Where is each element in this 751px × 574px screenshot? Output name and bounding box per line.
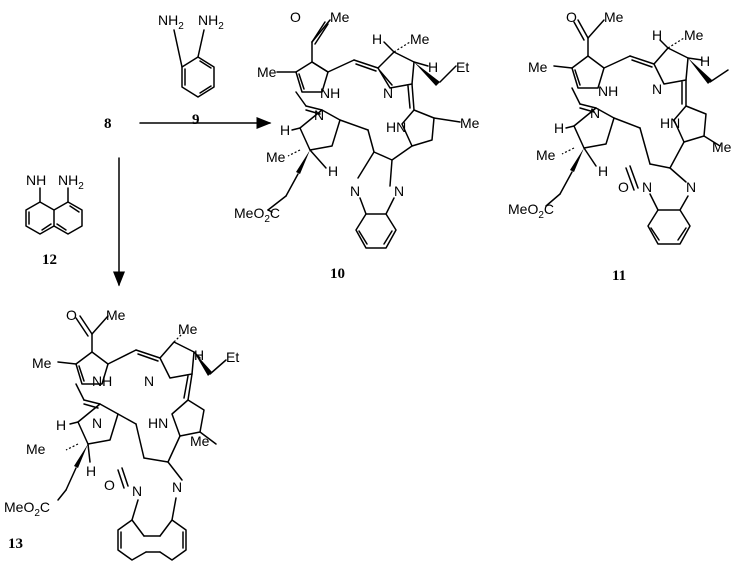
nitrogen-label: HN: [386, 119, 406, 135]
methyl-label: Me: [536, 147, 556, 163]
methyl-label: Me: [410, 31, 430, 47]
carbonyl-oxygen: O: [104, 477, 115, 493]
hydrogen-label: H: [328, 163, 338, 179]
nitrogen-label: HN: [148, 415, 168, 431]
hydrogen-label: H: [86, 463, 96, 479]
hydrogen-label: H: [372, 31, 382, 47]
compound-11: O Me Me NH N H Me H HN Me N N: [508, 9, 732, 284]
nitrogen-label: N: [686, 179, 696, 195]
nitrogen-label: N: [394, 183, 404, 199]
compound-number: 10: [330, 266, 345, 282]
methyl-label: Me: [32, 355, 52, 371]
compound-12: NH NH2 12: [25, 172, 84, 268]
hydrogen-label: H: [554, 120, 564, 136]
nitrogen-label: N: [132, 483, 142, 499]
hydrogen-label: H: [652, 27, 662, 43]
nitrogen-label: N: [383, 85, 393, 101]
hydrogen-label: H: [194, 347, 204, 363]
compound-9: NH2 NH2 9: [158, 12, 224, 128]
compound-number: 13: [8, 536, 23, 552]
ester-label: MeO2C: [508, 201, 554, 221]
methyl-label: Me: [712, 139, 732, 155]
hydrogen-label: H: [428, 59, 438, 75]
nitrogen-label: N: [350, 183, 360, 199]
methyl-label: Me: [266, 149, 286, 165]
hydrogen-label: H: [598, 163, 608, 179]
nitrogen-label: HN: [660, 115, 680, 131]
nitrogen-label: N: [590, 105, 600, 121]
methyl-label: Me: [460, 115, 480, 131]
methyl-label: Me: [106, 307, 126, 323]
amine-label: NH2: [198, 12, 224, 32]
compound-13: O Me Me NH N Me H Et HN Me N N: [4, 307, 239, 561]
methyl-label: Me: [178, 321, 198, 337]
nitrogen-label: NH: [320, 85, 340, 101]
methyl-label: Me: [604, 9, 624, 25]
nitrogen-label: N: [92, 415, 102, 431]
ethyl-label: Et: [456, 59, 469, 75]
nitrogen-label: NH: [92, 373, 112, 389]
nitrogen-label: N: [144, 373, 154, 389]
nitrogen-label: N: [652, 81, 662, 97]
methyl-label: Me: [528, 59, 548, 75]
methyl-label: Me: [684, 27, 704, 43]
ethyl-label: Et: [226, 349, 239, 365]
carbonyl-oxygen: O: [566, 9, 577, 25]
hydrogen-label: H: [280, 122, 290, 138]
ester-label: MeO2C: [234, 205, 280, 225]
nitrogen-label: N: [642, 179, 652, 195]
compound-number: 12: [42, 252, 57, 268]
compound-number: 8: [104, 116, 112, 132]
nitrogen-label: NH: [598, 83, 618, 99]
ester-label: MeO2C: [4, 499, 50, 519]
methyl-label: Me: [26, 441, 46, 457]
compound-10: O Me Me NH N H Me H Et HN Me: [234, 9, 480, 282]
amine-label: NH2: [58, 172, 84, 192]
carbonyl-oxygen: O: [290, 9, 301, 25]
amine-label: NH2: [158, 12, 184, 32]
nitrogen-label: N: [314, 107, 324, 123]
nitrogen-label: N: [172, 479, 182, 495]
hydrogen-label: H: [700, 53, 710, 69]
compound-number: 9: [192, 112, 200, 128]
carbonyl-oxygen: O: [618, 179, 629, 195]
methyl-label: Me: [257, 64, 277, 80]
carbonyl-oxygen: O: [66, 307, 77, 323]
hydrogen-label: H: [56, 417, 66, 433]
amine-label: NH: [26, 172, 46, 188]
methyl-label: Me: [190, 433, 210, 449]
methyl-label: Me: [330, 9, 350, 25]
compound-number: 11: [612, 268, 626, 284]
